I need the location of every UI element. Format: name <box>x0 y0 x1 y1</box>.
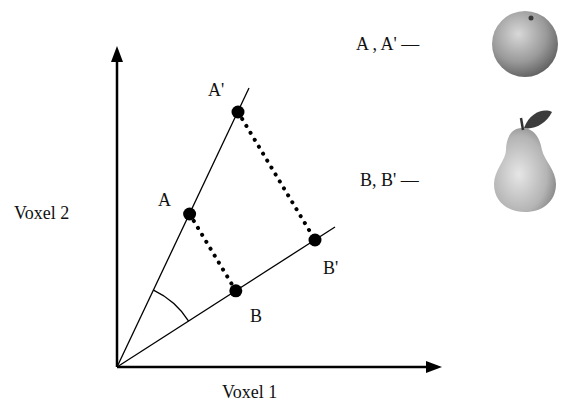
axes <box>111 46 442 373</box>
legend-key: B, B' — <box>360 170 419 190</box>
pear-picture <box>494 111 556 212</box>
point-label: B' <box>323 258 338 278</box>
axis-label: Voxel 2 <box>14 203 69 223</box>
vector-rays <box>117 88 335 367</box>
legend-key: A , A' — <box>356 34 419 54</box>
point-label: A' <box>208 80 224 100</box>
orange-picture <box>492 11 558 77</box>
data-points <box>183 106 321 298</box>
point-label: B <box>250 306 262 326</box>
point-label: A <box>158 190 171 210</box>
distance-lines <box>190 112 315 291</box>
axis-label: Voxel 1 <box>222 382 277 402</box>
